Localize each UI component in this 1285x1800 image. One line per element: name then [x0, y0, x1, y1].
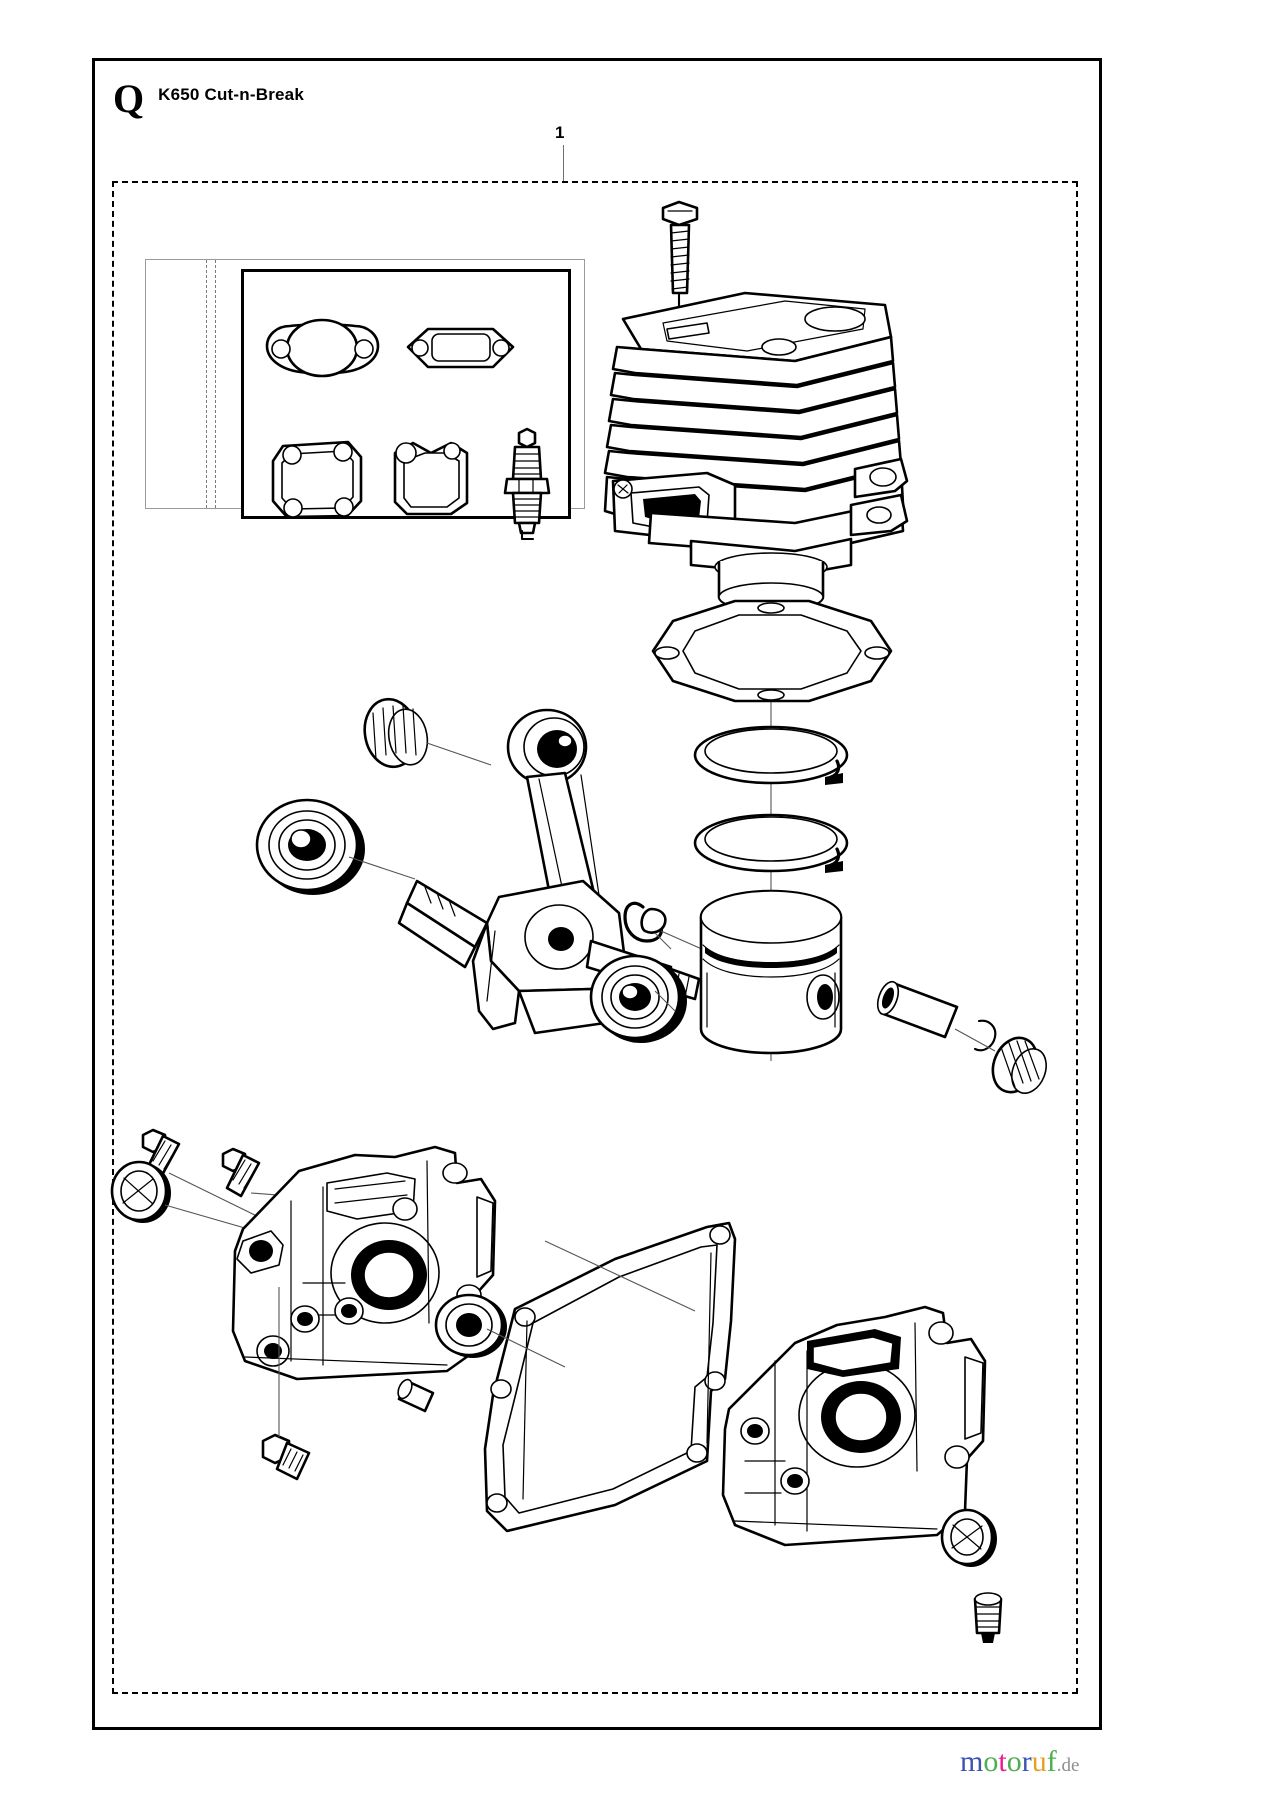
watermark-letter: f — [1046, 1745, 1057, 1778]
watermark-letter: t — [998, 1745, 1007, 1778]
page-title: K650 Cut-n-Break — [158, 85, 304, 104]
watermark-letter: r — [1021, 1745, 1032, 1778]
page-header: Q K650 Cut-n-Break — [113, 79, 304, 119]
page-frame: Q K650 Cut-n-Break 1 .ln { fill:none; st… — [92, 58, 1102, 1730]
watermark-suffix: .de — [1056, 1755, 1080, 1776]
bag-fold-line — [206, 260, 207, 508]
watermark-letter: o — [1006, 1745, 1022, 1778]
assembly-group-boundary — [112, 181, 1078, 1694]
watermark-letter: m — [960, 1745, 984, 1778]
motoruf-watermark: motoruf.de — [960, 1745, 1079, 1779]
callout-leader-line — [563, 145, 564, 182]
gasket-kit-box — [241, 269, 571, 519]
assembly-group-callout: 1 — [555, 123, 565, 142]
watermark-letter: u — [1031, 1745, 1047, 1778]
watermark-letter: o — [983, 1745, 999, 1778]
section-letter: Q — [113, 76, 145, 121]
bag-fold-line — [215, 260, 216, 508]
